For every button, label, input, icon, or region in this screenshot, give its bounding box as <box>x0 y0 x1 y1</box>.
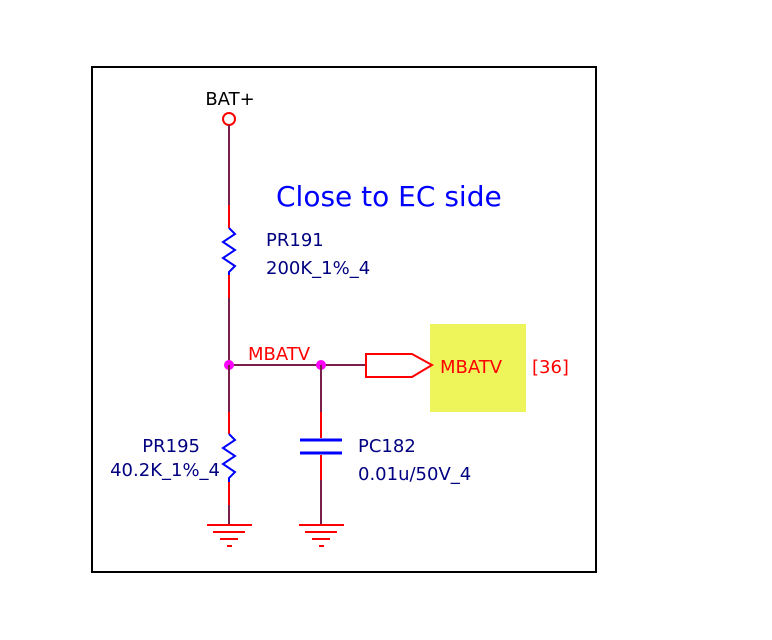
resistor-pr195[interactable] <box>221 365 237 525</box>
sheet-frame <box>91 66 597 573</box>
port-sheet-ref[interactable]: [36] <box>532 357 569 378</box>
resistor-pr191[interactable] <box>221 125 237 365</box>
pr191-value: 200K_1%_4 <box>266 258 370 279</box>
ground-icon <box>299 524 344 547</box>
net-label: MBATV <box>248 344 311 365</box>
power-net-label: BAT+ <box>205 89 254 110</box>
pr195-ref: PR195 <box>142 436 200 457</box>
power-port-icon[interactable] <box>222 112 236 126</box>
pr191-ref: PR191 <box>266 230 324 251</box>
pr195-value: 40.2K_1%_4 <box>110 460 220 481</box>
port-highlight <box>430 324 526 412</box>
capacitor-pc182[interactable] <box>300 365 342 525</box>
off-page-port-icon[interactable] <box>365 353 435 378</box>
ground-icon <box>207 524 252 547</box>
note-text: Close to EC side <box>276 180 502 213</box>
pc182-value: 0.01u/50V_4 <box>358 464 471 485</box>
pc182-ref: PC182 <box>358 436 416 457</box>
port-label: MBATV <box>440 357 503 378</box>
